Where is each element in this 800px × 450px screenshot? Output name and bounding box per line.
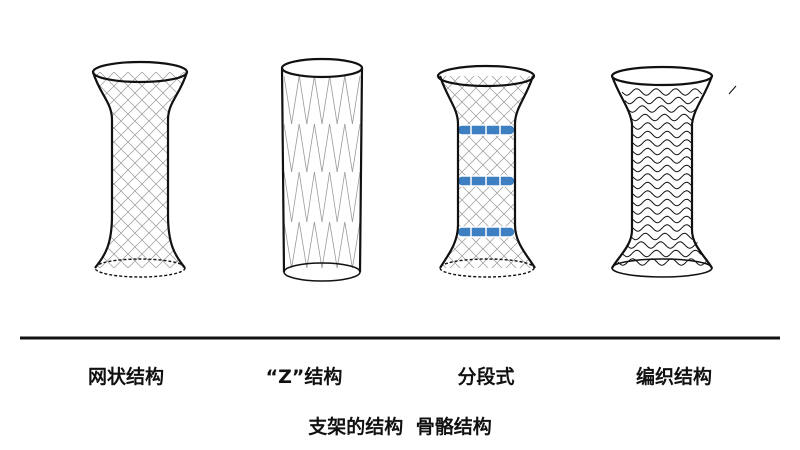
diagram-caption: 支架的结构 骨骼结构 [308,416,492,438]
segmented-stent-icon [436,64,536,278]
z-stent-icon [280,57,364,282]
label-braided-structure: 编织结构 [635,366,713,388]
mesh-stent-icon [91,60,189,278]
label-segmented: 分段式 [457,366,515,388]
label-mesh-structure: 网状结构 [87,366,165,388]
label-z-structure: “Z”结构 [265,366,343,388]
braided-stent-icon [610,65,737,278]
